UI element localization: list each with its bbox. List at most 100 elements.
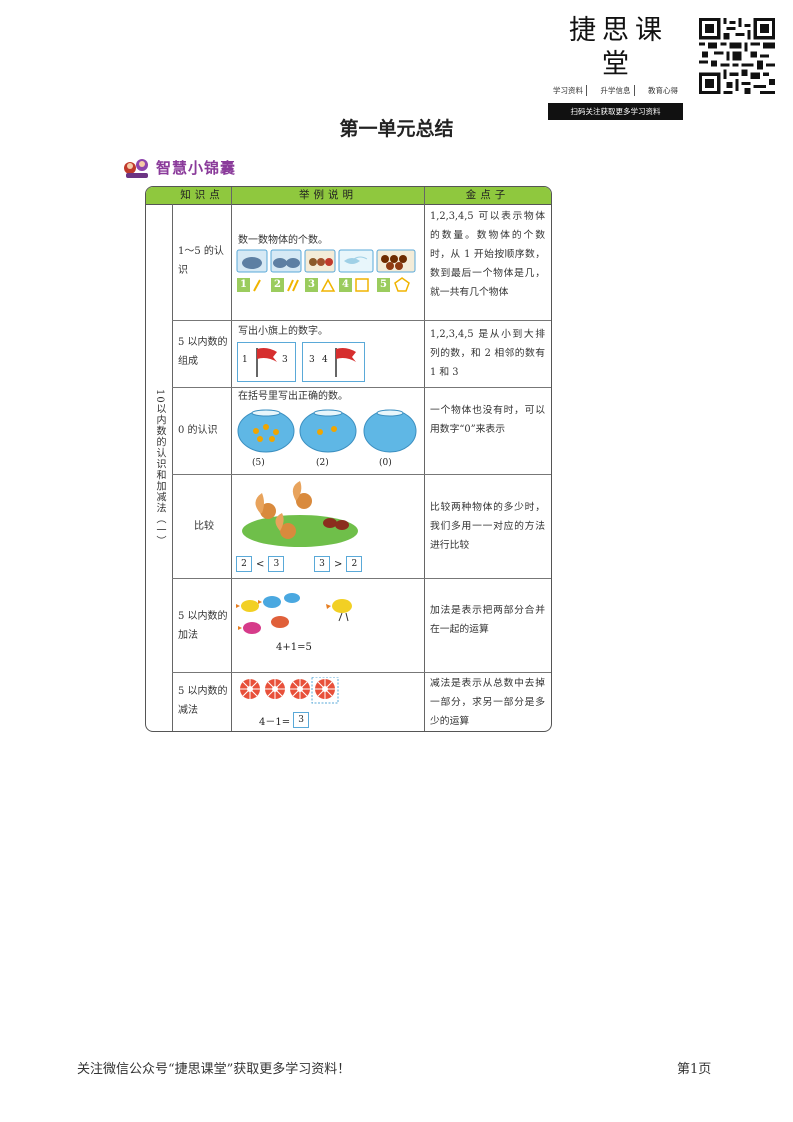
page-title: 第一单元总结: [339, 118, 454, 140]
row-5-topic: 5 以内数的加法: [178, 611, 228, 641]
side-category-label: 10以内数的认识和加减法（一）: [147, 204, 172, 731]
header-example: 举例说明: [299, 189, 357, 201]
flower-icon: [265, 679, 285, 699]
num-box-4: [339, 278, 352, 292]
num-box-2: [271, 278, 284, 292]
header-knowledge-point: 知识点: [180, 189, 224, 201]
table-header: 知识点 举例说明 金点子: [146, 187, 551, 205]
fish-bowl-2-icon: [299, 409, 357, 453]
birds-illustration: [236, 593, 352, 634]
row-4-tip: 比较两种物体的多少时，我们多用一一对应的方法进行比较: [430, 502, 545, 551]
flag-b-mid: 4: [322, 355, 328, 365]
flower-icon: [315, 679, 335, 699]
flag-b-left: 3: [309, 355, 315, 365]
flag-card-b: 3 4: [302, 342, 365, 382]
flower-icon: [290, 679, 310, 699]
page-number: 第1页: [677, 1062, 712, 1077]
squirrels-illustration: [242, 481, 358, 547]
flag-a-left: 1: [242, 355, 248, 365]
mascot-icon: [124, 159, 148, 178]
compare-a: 2 < 3: [236, 556, 285, 572]
grid-line: [172, 320, 551, 321]
num-label-3: 3: [308, 279, 315, 290]
subtraction-equation: 4－1= 3: [259, 712, 310, 728]
square-icon: [355, 278, 369, 292]
subtraction-answer: 3: [293, 712, 310, 728]
num-label-1: 1: [240, 279, 247, 290]
row-2-example-text: 写出小旗上的数字。: [238, 326, 328, 337]
bird-icon: [284, 593, 300, 603]
brand-logo: 捷思课堂 学习资料 升学信息 教育心得 扫码关注获取更多学习资料: [548, 14, 683, 120]
grid-line: [172, 672, 551, 673]
flower-icon: [240, 679, 260, 699]
compare-b-right: 2: [346, 556, 363, 572]
compare-a-op: <: [256, 558, 265, 570]
row-1-illustration: [236, 249, 416, 292]
flag-a-right: 3: [282, 355, 288, 365]
num-box-3: [305, 278, 318, 292]
compare-b-op: >: [334, 558, 343, 570]
num-box-1: [237, 278, 250, 292]
grid-line: [172, 387, 551, 388]
bowl-label-3: (0): [379, 458, 392, 468]
card-animals-icon: [304, 249, 336, 273]
card-elephants-icon: [236, 249, 268, 273]
bowl-label-1: (5): [252, 458, 265, 468]
grid-line: [172, 204, 173, 731]
footer-promo: 关注微信公众号“捷思课堂”获取更多学习资料！: [77, 1062, 351, 1077]
pinecone-icon: [323, 518, 349, 530]
red-flag-icon: [256, 348, 277, 377]
stick-1-icon: [253, 279, 261, 292]
row-1-tip: 1,2,3,4,5 可以表示物体的数量。数物体的个数时，从 1 开始按顺序数，数…: [430, 211, 545, 298]
num-label-5: 5: [380, 279, 387, 290]
row-5-tip: 加法是表示把两部分合并在一起的运算: [430, 605, 545, 635]
side-category-text: 10以内数的认识和加减法（一）: [154, 388, 165, 547]
compare-a-right: 3: [268, 556, 285, 572]
fish-bowl-0-icon: [363, 409, 417, 453]
squirrel-icon: [255, 493, 276, 519]
card-monkeys-icon: [376, 249, 416, 273]
flag-card-a: 1 3: [237, 342, 296, 382]
pentagon-icon: [394, 277, 410, 292]
row-6-topic: 5 以内数的减法: [178, 686, 228, 716]
row-1-topic: 1～5 的认识: [178, 246, 224, 276]
card-hippos-icon: [270, 249, 302, 273]
fish-bowl-5-icon: [237, 409, 295, 453]
row-3-topic: 0 的认识: [178, 425, 218, 436]
row-3-tip: 一个物体也没有时，可以用数字“0”来表示: [430, 405, 545, 435]
qr-code-icon: [699, 18, 775, 94]
brand-bar: 扫码关注获取更多学习资料: [548, 103, 683, 120]
subtraction-expression: 4－1=: [259, 716, 291, 728]
bird-icon: [236, 600, 259, 612]
row-3-example-text: 在括号里写出正确的数。: [238, 391, 348, 402]
num-label-2: 2: [274, 279, 281, 290]
header-tip: 金点子: [465, 189, 510, 201]
flowers-illustration: [240, 677, 339, 704]
grid-line: [231, 187, 232, 731]
compare-a-left: 2: [236, 556, 252, 572]
squirrel-icon: [292, 481, 312, 509]
fish-bowls-illustration: [237, 409, 417, 453]
row-2-tip: 1,2,3,4,5 是从小到大排列的数，和 2 相邻的数有 1 和 3: [430, 329, 545, 378]
row-6-tip: 减法是表示从总数中去掉一部分，求另一部分是多少的运算: [430, 678, 545, 727]
brand-title: 捷思课堂: [569, 15, 668, 80]
bird-icon: [258, 596, 281, 608]
row-2-topic: 5 以内数的组成: [178, 337, 228, 367]
bowl-label-2: (2): [316, 458, 329, 468]
brand-sub-2: 升学信息: [598, 85, 635, 96]
bird-icon: [238, 622, 261, 634]
num-box-5: [377, 278, 390, 292]
card-fish-icon: [338, 249, 374, 273]
compare-b: 3 > 2: [314, 556, 363, 572]
grid-line: [172, 578, 551, 579]
compare-b-left: 3: [314, 556, 330, 572]
summary-table: 知识点 举例说明 金点子 10以内数的认识和加减法（一） 1～5 的认识 数一数…: [145, 186, 552, 732]
row-1-example-text: 数一数物体的个数。: [238, 235, 328, 246]
grid-line: [172, 474, 551, 475]
row-4-topic: 比较: [194, 521, 214, 532]
section-heading: 智慧小锦囊: [122, 155, 236, 179]
brand-subtitles: 学习资料 升学信息 教育心得: [548, 85, 683, 96]
squirrel-icon: [275, 513, 296, 539]
grid-line: [424, 187, 425, 731]
brand-sub-3: 教育心得: [648, 86, 678, 95]
